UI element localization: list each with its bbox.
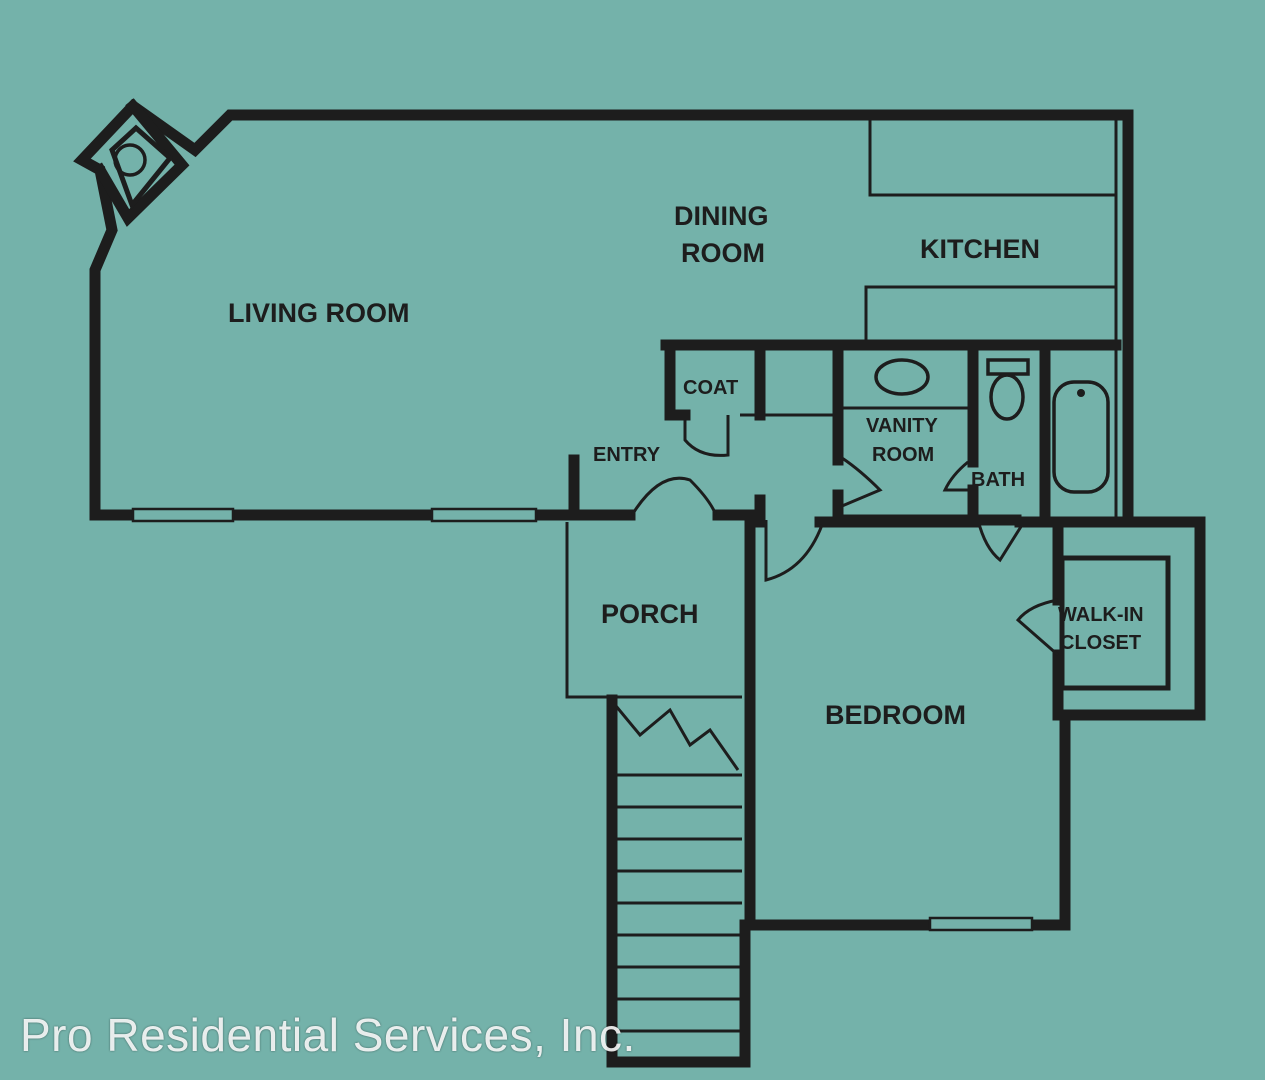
window [430, 507, 538, 523]
bathtub-icon [1052, 380, 1110, 494]
kitchen-counter-top [868, 120, 1116, 197]
stairs-outline [606, 694, 751, 1068]
stair-treads [612, 773, 742, 1033]
room-label-vanity: VANITY [866, 415, 939, 437]
tub-drain-icon [1077, 389, 1085, 397]
toilet-icon [989, 373, 1025, 421]
room-label-dining: DINING [674, 201, 769, 231]
room-label-living-room: LIVING ROOM [228, 298, 410, 328]
sink-icon [874, 358, 930, 396]
coat-door-swing [683, 415, 730, 457]
room-label-vanity-room: ROOM [872, 444, 934, 466]
room-label-entry: ENTRY [593, 444, 661, 466]
room-label-kitchen: KITCHEN [920, 234, 1040, 264]
coat-closet-wall [664, 339, 691, 421]
fireplace-icon [109, 124, 174, 211]
bedroom-door-swing [764, 520, 824, 582]
kitchen-counter-bottom [864, 285, 1116, 345]
closet-door-swing [1015, 598, 1059, 657]
room-label-porch: PORCH [601, 599, 699, 629]
room-label-walkin: WALK-IN [1058, 604, 1144, 626]
bedroom-wall-top [712, 509, 1206, 931]
entry-door-swing [630, 476, 718, 516]
stairs-break-line [614, 705, 740, 771]
porch-wall [565, 522, 742, 699]
window [131, 507, 235, 523]
watermark-text: Pro Residential Services, Inc. [20, 1009, 636, 1061]
room-label-dining-room: ROOM [681, 238, 765, 268]
bath-door-swing-a [942, 460, 969, 492]
window [928, 916, 1034, 932]
fireplace-wall [92, 98, 190, 227]
room-label-closet: CLOSET [1060, 632, 1141, 654]
vanity-door-swing [841, 456, 883, 508]
room-label-bath: BATH [971, 469, 1025, 491]
room-label-bedroom: BEDROOM [825, 700, 966, 730]
outer-wall-main [73, 98, 1134, 526]
room-label-coat: COAT [683, 377, 738, 399]
walkin-closet-inner [1059, 555, 1171, 691]
toilet-tank-icon [986, 358, 1030, 376]
